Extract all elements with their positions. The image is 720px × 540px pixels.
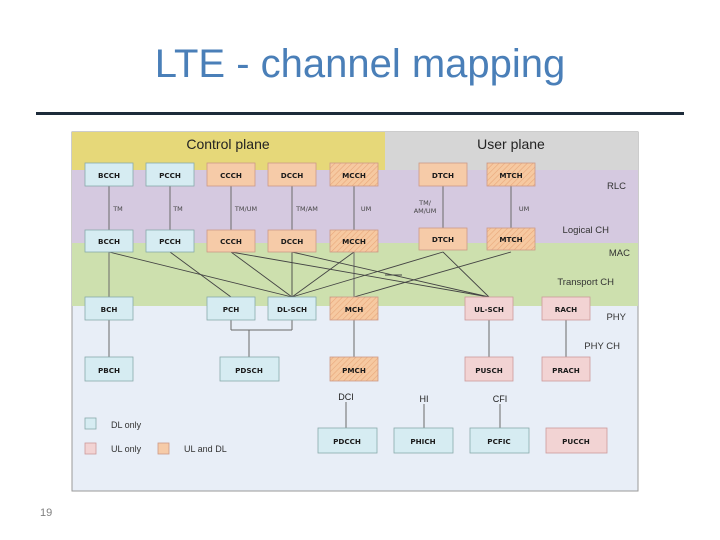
physical-pdsch-box [219, 356, 280, 382]
logical-pcch-label: PCCH [159, 237, 181, 246]
physical-pcfic-box [469, 427, 530, 454]
rlc-mode-labels: TM TM TM/UM TM/AM UM TM/ AM/UM UM [112, 199, 529, 215]
physical-phich-label: PHICH [410, 437, 435, 446]
physical-pdcch-label: PDCCH [333, 437, 361, 446]
physical-pusch-box [464, 356, 514, 382]
rlc-channel-row: BCCH PCCH CCCH DCCH MCCH DTCH MTCH [84, 162, 536, 187]
mode-ccch: TM/UM [234, 205, 257, 213]
logical-dtch-label: DTCH [432, 235, 454, 244]
vertical-connectors [108, 186, 567, 428]
mode-mtch: UM [519, 205, 529, 213]
physical-pucch-label: PUCCH [562, 437, 590, 446]
dci-label: DCI [338, 392, 354, 402]
logical-ccch-box [206, 229, 256, 253]
page-number: 19 [40, 507, 53, 519]
transport-dl-sch-label: DL-SCH [277, 305, 307, 314]
mode-bcch: TM [112, 205, 123, 213]
mode-dtch-line1: TM/ [418, 199, 432, 207]
mapping-lines [108, 251, 512, 298]
physical-pbch-box [84, 356, 134, 382]
legend-dl-only-label: DL only [111, 420, 142, 430]
rlc-dtch-box [418, 162, 468, 187]
rlc-mcch-label: MCCH [342, 171, 366, 180]
logical-dcch-box [267, 229, 317, 253]
logical-ch-label: Logical CH [563, 225, 610, 236]
transport-pch-label: PCH [223, 305, 240, 314]
mode-pcch: TM [172, 205, 183, 213]
mode-dcch: TM/AM [295, 205, 318, 213]
mac-label: MAC [609, 248, 630, 259]
logical-mtch-label: MTCH [499, 235, 522, 244]
rlc-mcch-box [329, 162, 379, 187]
transport-channel-row: BCH PCH DL-SCH MCH UL-SCH RACH [84, 296, 591, 321]
physical-pcfic-label: PCFIC [487, 437, 510, 446]
rlc-mtch-box [486, 162, 536, 187]
rlc-dtch-label: DTCH [432, 171, 454, 180]
user-plane-label: User plane [477, 136, 545, 152]
logical-bcch-label: BCCH [98, 237, 120, 246]
mac-band [72, 243, 638, 306]
physical-pdcch-box [317, 427, 378, 454]
legend-ul-and-dl-swatch [157, 442, 170, 455]
rlc-mtch-label: MTCH [499, 171, 522, 180]
legend: DL only UL only UL and DL [84, 417, 227, 455]
transport-mch-box [329, 296, 379, 321]
phy-label: PHY [606, 312, 626, 323]
physical-phich-box [393, 427, 454, 454]
legend-dl-only-swatch [84, 417, 97, 430]
transport-rach-label: RACH [555, 305, 577, 314]
mode-dtch-line2: AM/UM [414, 207, 437, 215]
transport-rach-box [541, 296, 591, 321]
physical-pusch-label: PUSCH [475, 366, 503, 375]
physical-pmch-box [329, 356, 379, 382]
legend-ul-only-label: UL only [111, 444, 142, 454]
transport-dl-sch-box [267, 296, 317, 321]
logical-pcch-box [145, 229, 195, 253]
slide-title: LTE - channel mapping [154, 42, 566, 86]
physical-prach-box [541, 356, 591, 382]
logical-bcch-box [84, 229, 134, 253]
physical-pdsch-label: PDSCH [235, 366, 263, 375]
rlc-bcch-label: BCCH [98, 171, 120, 180]
logical-channel-row: BCCH PCCH CCCH DCCH MCCH DTCH MTCH [84, 227, 536, 253]
logical-dcch-label: DCCH [281, 237, 304, 246]
rlc-ccch-label: CCCH [220, 171, 242, 180]
title-divider [36, 112, 684, 115]
physical-pucch-box [545, 427, 608, 454]
hi-label: HI [420, 394, 429, 404]
physical-channel-row: PBCH PDSCH PMCH PUSCH PRACH PDCCH PHICH … [84, 356, 608, 454]
logical-mcch-label: MCCH [342, 237, 366, 246]
physical-prach-label: PRACH [552, 366, 580, 375]
rlc-dcch-label: DCCH [281, 171, 304, 180]
logical-mtch-box [486, 227, 536, 251]
physical-pmch-label: PMCH [342, 366, 366, 375]
transport-ul-sch-box [464, 296, 514, 321]
legend-ul-and-dl-label: UL and DL [184, 444, 227, 454]
physical-pbch-label: PBCH [98, 366, 120, 375]
rlc-label: RLC [607, 181, 626, 192]
rlc-pcch-label: PCCH [159, 171, 181, 180]
control-plane-label: Control plane [186, 136, 269, 152]
logical-mcch-box [329, 229, 379, 253]
logical-ccch-label: CCCH [220, 237, 242, 246]
rlc-ccch-box [206, 162, 256, 187]
logical-dtch-box [418, 227, 468, 251]
mode-mcch: UM [361, 205, 371, 213]
phy-ch-label: PHY CH [584, 341, 620, 352]
transport-ch-label: Transport CH [557, 277, 614, 288]
rlc-dcch-box [267, 162, 317, 187]
cfi-label: CFI [493, 394, 508, 404]
transport-bch-label: BCH [101, 305, 118, 314]
transport-ul-sch-label: UL-SCH [474, 305, 504, 314]
transport-bch-box [84, 296, 134, 321]
transport-pch-box [206, 296, 256, 321]
legend-ul-only-swatch [84, 442, 97, 455]
rlc-pcch-box [145, 162, 195, 187]
rlc-bcch-box [84, 162, 134, 187]
transport-mch-label: MCH [345, 305, 363, 314]
